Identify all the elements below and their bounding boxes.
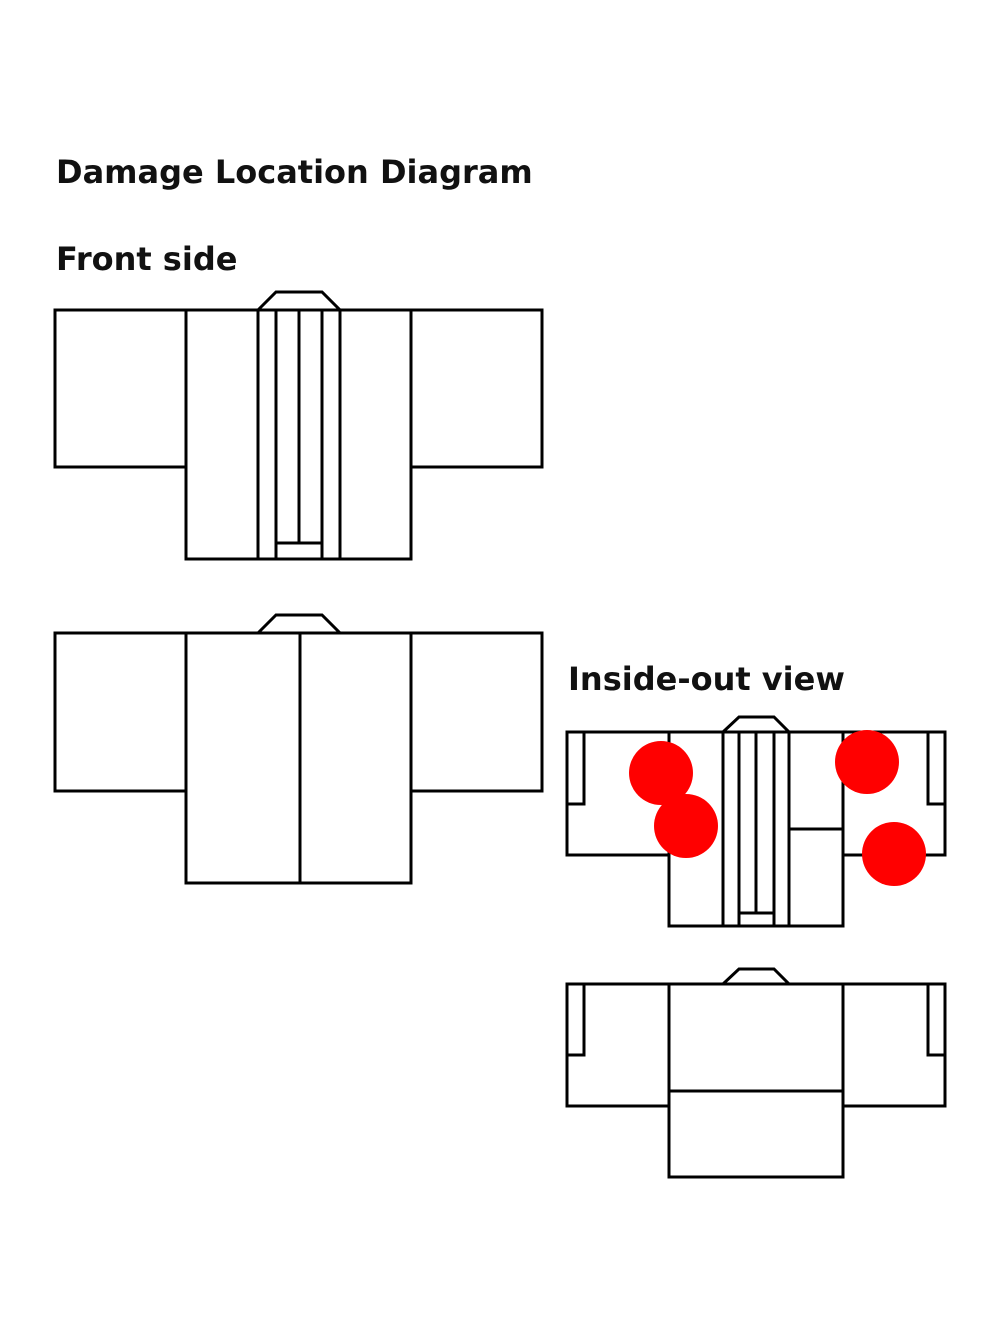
front-side-front-view: [53, 290, 544, 561]
inside-back-body-panel: [667, 982, 845, 1179]
inside-back-collar: [719, 967, 793, 986]
left-sleeve: [53, 308, 188, 469]
right-collar-band: [320, 308, 342, 561]
damage-marker: [654, 794, 718, 858]
inside-collar-top: [719, 715, 793, 734]
inside-left-cuff-tab: [565, 730, 586, 806]
inside-out-back-view: [565, 967, 947, 1179]
inside-back-left-cuff-tab: [565, 982, 586, 1057]
inside-right-cuff-tab: [926, 730, 947, 806]
damage-markers: [629, 730, 926, 886]
inside-left-collar-band: [721, 730, 741, 928]
collar-top: [254, 290, 344, 312]
damage-marker: [835, 730, 899, 794]
damage-marker: [629, 741, 693, 805]
page-title: Damage Location Diagram: [56, 153, 533, 191]
inside-right-collar-band: [772, 730, 791, 928]
left-collar-band: [256, 308, 278, 561]
back-collar: [254, 613, 344, 635]
front-side-label: Front side: [56, 240, 238, 278]
back-right-sleeve: [409, 631, 544, 793]
front-side-back-view: [53, 613, 544, 885]
damage-marker: [862, 822, 926, 886]
inside-out-view-label: Inside-out view: [568, 660, 845, 698]
right-sleeve: [409, 308, 544, 469]
back-left-sleeve: [53, 631, 188, 793]
inside-back-right-cuff-tab: [926, 982, 947, 1057]
